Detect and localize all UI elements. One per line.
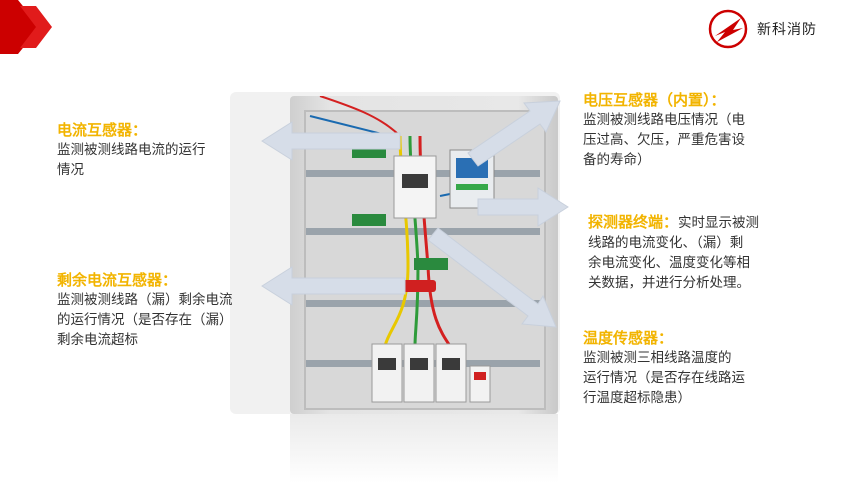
label-desc-line: 监测被测三相线路温度的 [583, 350, 732, 366]
logo-emblem-icon [708, 9, 748, 49]
label-title: 剩余电流互感器： [57, 271, 178, 289]
label-desc-line: 关数据，并进行分析处理。 [588, 275, 750, 291]
arrow-current-icon [261, 121, 401, 161]
label-title: 电压互感器（内置）： [583, 91, 726, 109]
label-detector-terminal: 探测器终端：实时显示被测 线路的电流变化、（漏）剩 余电流变化、温度变化等相 关… [588, 212, 808, 293]
label-voltage-transformer: 电压互感器（内置）： 监测被测线路电压情况（电 压过高、欠压，严重危害设 备的寿… [583, 90, 803, 170]
label-desc-line: 情况 [57, 162, 84, 178]
label-title: 电流互感器： [57, 121, 148, 139]
label-desc-line: 监测被测线路（漏）剩余电流 [57, 292, 233, 308]
cabinet-components [309, 96, 495, 403]
din-rail [306, 228, 540, 235]
brand-name: 新科消防 [757, 22, 817, 38]
label-title: 探测器终端： [588, 213, 679, 231]
label-desc-line: 压过高、欠压，严重危害设 [583, 132, 745, 148]
label-desc-line: 剩余电流超标 [57, 332, 138, 348]
label-desc-line: 备的寿命） [583, 152, 651, 168]
din-rail [306, 300, 540, 307]
arrow-voltage-icon [467, 100, 561, 167]
label-desc-line: 余电流变化、温度变化等相 [588, 255, 750, 271]
label-current-transformer: 电流互感器： 监测被测线路电流的运行 情况 [57, 120, 257, 180]
arrow-detector-icon [477, 187, 569, 227]
label-desc-line: 运行情况（是否存在线路运 [583, 370, 745, 386]
label-title-suffix: 实时显示被测 [678, 215, 760, 231]
label-desc-line: 线路的电流变化、（漏）剩 [588, 235, 744, 251]
arrow-temperature-icon [427, 227, 557, 328]
brand-logo: 新科消防 [707, 8, 857, 50]
corner-decoration [0, 0, 52, 54]
label-desc-line: 行温度超标隐患） [583, 390, 691, 406]
label-temperature-sensor: 温度传感器： 监测被测三相线路温度的 运行情况（是否存在线路运 行温度超标隐患） [583, 328, 803, 408]
arrow-residual-icon [261, 266, 406, 306]
label-title: 温度传感器： [583, 329, 674, 347]
label-desc-line: 的运行情况（是否存在（漏） [57, 312, 233, 328]
label-residual-current-transformer: 剩余电流互感器： 监测被测线路（漏）剩余电流 的运行情况（是否存在（漏） 剩余电… [57, 270, 297, 350]
label-desc-line: 监测被测线路电压情况（电 [583, 112, 745, 128]
label-desc-line: 监测被测线路电流的运行 [57, 142, 206, 158]
photo-reflection [290, 414, 558, 483]
